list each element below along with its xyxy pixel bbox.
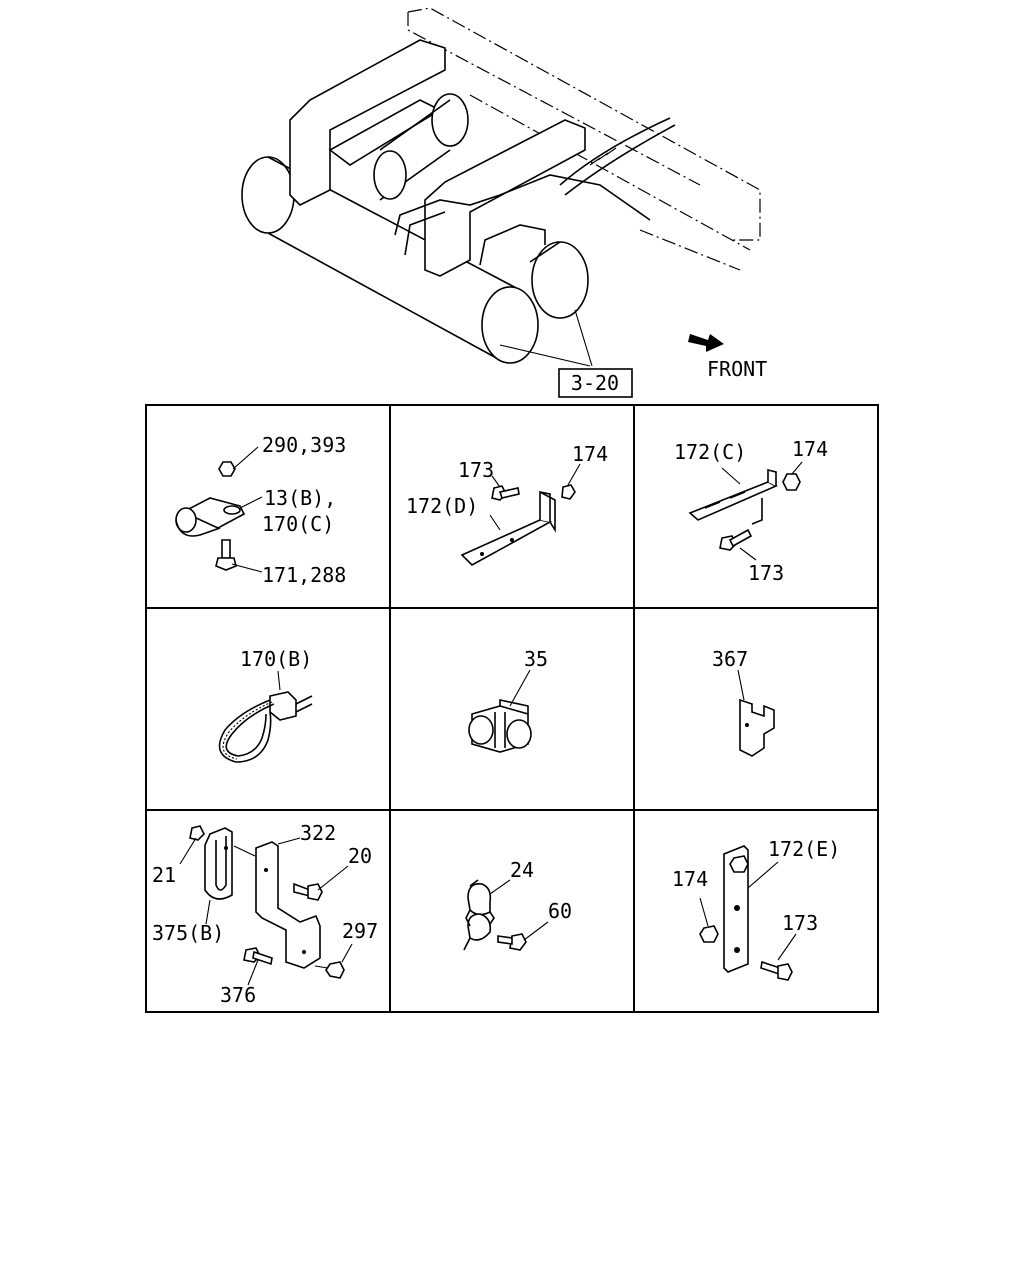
label-35: 35 (524, 647, 548, 671)
bracket-e-part (699, 845, 793, 981)
ref-box[interactable] (558, 368, 633, 398)
clip-part (175, 461, 246, 571)
bracket-d-part (460, 484, 576, 566)
cell-double-clip[interactable]: 35 (468, 647, 548, 753)
label-290-393: 290,393 (262, 433, 346, 457)
label-170c: 170(C) (262, 512, 334, 536)
label-21: 21 (152, 863, 176, 887)
label-174-c: 174 (792, 437, 828, 461)
label-20: 20 (348, 844, 372, 868)
front-arrow-icon (688, 334, 724, 352)
chassis-overview (241, 7, 761, 367)
label-173-c: 173 (748, 561, 784, 585)
cell-bracket-367[interactable]: 367 (712, 647, 775, 757)
label-174: 174 (572, 442, 608, 466)
label-13b: 13(B), (264, 486, 336, 510)
hanger-assembly-part (189, 825, 345, 979)
front-label: FRONT (707, 357, 767, 381)
cell-pipe-clip[interactable]: 24 60 (463, 858, 572, 951)
ref-box-label: 3-20 (571, 371, 619, 395)
pipe-clip-part (463, 879, 527, 951)
label-173: 173 (458, 458, 494, 482)
label-376: 376 (220, 983, 256, 1007)
double-clip-part (468, 699, 532, 753)
cell-cable-tie[interactable]: 170(B) (218, 647, 313, 763)
label-297: 297 (342, 919, 378, 943)
label-24: 24 (510, 858, 534, 882)
label-170b: 170(B) (240, 647, 312, 671)
cable-tie-part (218, 691, 313, 763)
label-375b: 375(B) (152, 921, 224, 945)
parts-grid (145, 404, 879, 1013)
label-171-288: 171,288 (262, 563, 346, 587)
bracket-367-part (739, 698, 775, 757)
bracket-c-part (688, 468, 801, 551)
cell-bracket-d[interactable]: 173 174 172(D) (406, 442, 608, 566)
cell-clip-assembly[interactable]: 290,393 13(B), 170(C) 171,288 (175, 433, 346, 587)
label-60: 60 (548, 899, 572, 923)
label-172c: 172(C) (674, 440, 746, 464)
label-172e: 172(E) (768, 837, 840, 861)
label-174-e: 174 (672, 867, 708, 891)
label-322: 322 (300, 821, 336, 845)
cell-hanger-assembly[interactable]: 322 20 21 375(B) 297 376 (152, 821, 378, 1007)
label-173-e: 173 (782, 911, 818, 935)
label-367: 367 (712, 647, 748, 671)
cell-bracket-e[interactable]: 172(E) 174 173 (672, 837, 840, 981)
label-172d: 172(D) (406, 494, 478, 518)
cell-bracket-c[interactable]: 172(C) 174 173 (674, 437, 828, 585)
